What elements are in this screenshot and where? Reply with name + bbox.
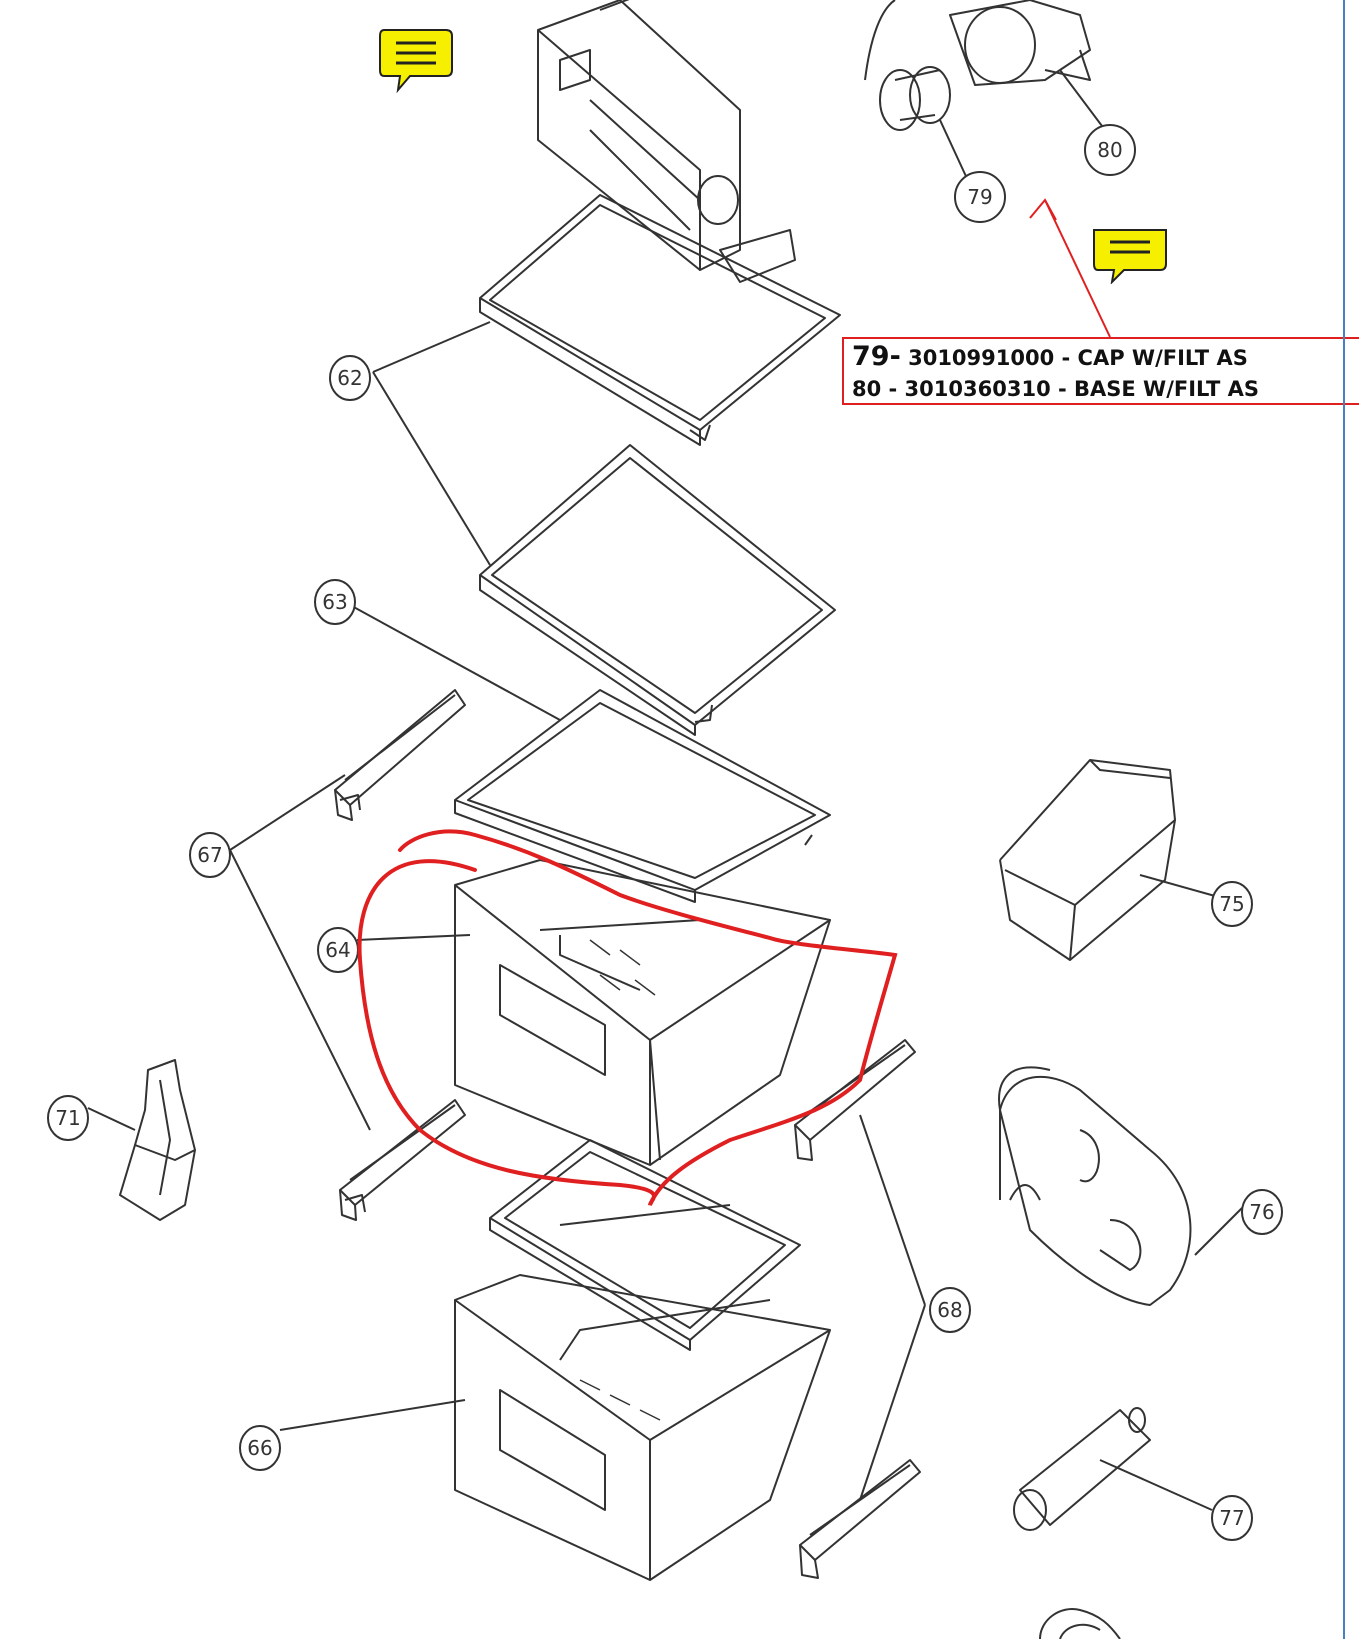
red-pointer-arrow bbox=[1029, 198, 1111, 338]
label-80: 80 bbox=[1097, 138, 1122, 162]
leader-lines bbox=[87, 69, 1243, 1511]
rail-68-upper bbox=[794, 1039, 916, 1161]
comment-note-icon[interactable] bbox=[378, 28, 454, 94]
callout-79-num: 79- bbox=[852, 341, 901, 372]
label-67: 67 bbox=[197, 843, 222, 867]
label-75: 75 bbox=[1219, 892, 1244, 916]
label-64: 64 bbox=[325, 938, 350, 962]
part-callout-box: 79- 3010991000 - CAP W/FILT AS 80 - 3010… bbox=[842, 337, 1359, 405]
rail-67-upper bbox=[334, 689, 466, 821]
part-circles bbox=[47, 124, 1283, 1541]
red-highlight-scribble bbox=[357, 829, 898, 1206]
partial-coil-part bbox=[1039, 1608, 1121, 1639]
shelf-62-lower bbox=[479, 444, 836, 736]
part-71 bbox=[119, 1059, 196, 1221]
part-75-bin bbox=[999, 759, 1176, 961]
label-76: 76 bbox=[1249, 1200, 1274, 1224]
comment-note-icon[interactable] bbox=[1092, 228, 1168, 284]
label-62: 62 bbox=[337, 366, 362, 390]
label-79: 79 bbox=[967, 185, 992, 209]
drawer-64 bbox=[454, 859, 831, 1166]
drawer-cover bbox=[489, 1139, 801, 1351]
page-right-border bbox=[1343, 0, 1345, 1639]
label-71: 71 bbox=[55, 1106, 80, 1130]
ice-bin-part bbox=[537, 0, 796, 283]
callout-79-text: 3010991000 - CAP W/FILT AS bbox=[900, 346, 1248, 370]
callout-line-80: 80 - 3010360310 - BASE W/FILT AS bbox=[852, 377, 1259, 401]
shelf-63 bbox=[454, 689, 831, 903]
part-77-filter bbox=[1013, 1407, 1151, 1531]
part-76 bbox=[998, 1066, 1192, 1306]
label-63: 63 bbox=[322, 590, 347, 614]
label-77: 77 bbox=[1219, 1506, 1244, 1530]
drawer-66 bbox=[454, 1274, 831, 1581]
shelf-62-upper bbox=[479, 194, 841, 446]
rail-68-lower bbox=[799, 1459, 921, 1579]
label-68: 68 bbox=[937, 1298, 962, 1322]
rail-67-lower bbox=[339, 1099, 466, 1221]
label-66: 66 bbox=[247, 1436, 272, 1460]
part-79-80-assembly bbox=[864, 0, 1091, 131]
callout-line-79: 79- 3010991000 - CAP W/FILT AS bbox=[852, 341, 1359, 374]
